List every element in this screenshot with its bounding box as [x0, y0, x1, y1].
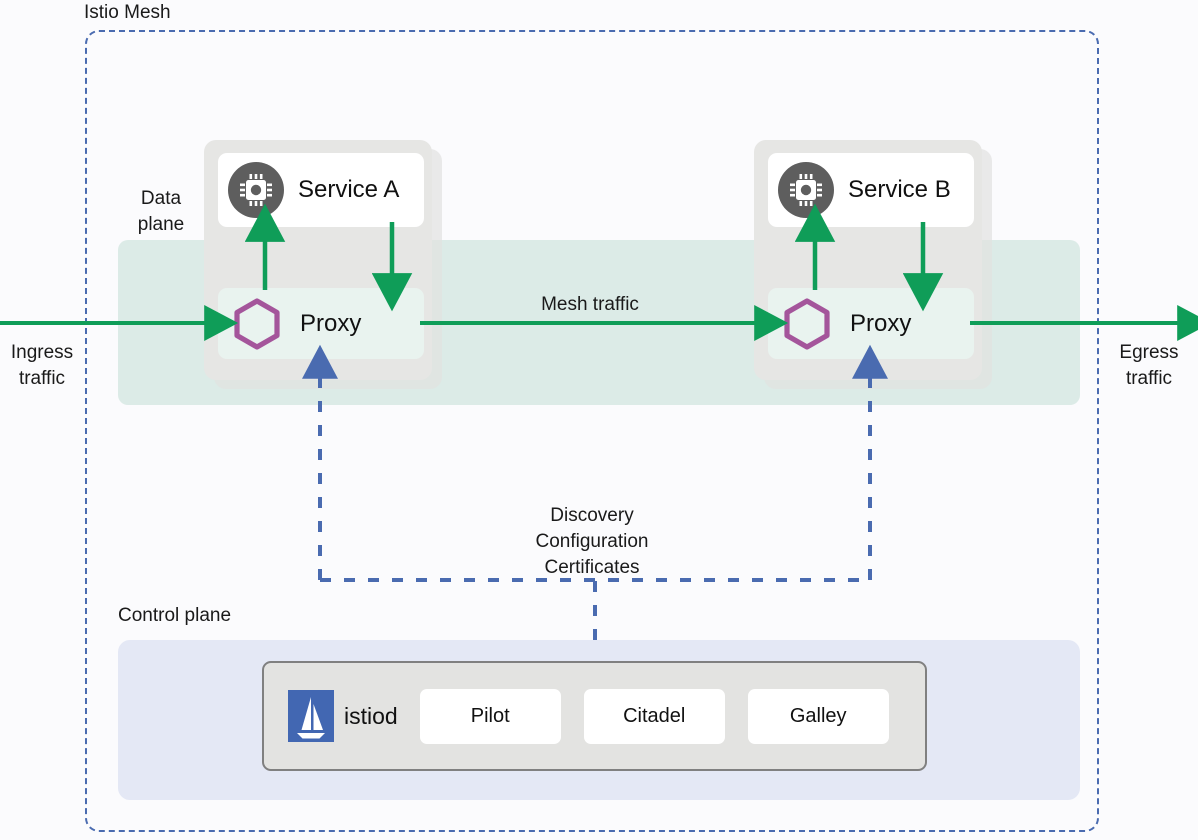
control-plane-component-label: Pilot	[470, 704, 510, 727]
egress-label-line2: traffic	[1125, 368, 1173, 389]
istio-mesh-label: Istio Mesh	[84, 2, 171, 23]
istio-mesh-boundary	[85, 30, 1099, 832]
proxy-container-b[interactable]: Proxy	[768, 288, 974, 359]
pod-service-a: Service A Proxy	[204, 140, 442, 389]
control-plane-label: Control plane	[118, 605, 232, 626]
proxy-name-label: Proxy	[300, 309, 362, 337]
control-plane-component-label: Galley	[789, 704, 847, 727]
control-channel-line1: Discovery	[550, 505, 634, 526]
control-channel-line3: Certificates	[544, 557, 640, 578]
control-channel-label: Discovery Configuration Certificates	[489, 503, 695, 581]
control-plane-component-citadel[interactable]: Citadel	[583, 688, 725, 744]
data-plane-label: Data plane	[118, 186, 204, 238]
cpu-chip-icon	[228, 162, 284, 218]
istiod-brand: istiod	[288, 690, 398, 742]
data-plane-label-line1: Data	[140, 188, 182, 209]
control-plane-component-pilot[interactable]: Pilot	[419, 688, 561, 744]
control-plane-component-label: Citadel	[623, 704, 686, 727]
service-container-b[interactable]: Service B	[768, 153, 974, 227]
control-channel-line2: Configuration	[535, 531, 649, 552]
istio-sailboat-logo-icon	[288, 690, 334, 742]
service-name-label: Service A	[298, 176, 400, 203]
istiod-panel: istiod Pilot Citadel Galley	[262, 661, 927, 771]
envoy-hexagon-icon	[780, 297, 834, 351]
service-name-label: Service B	[848, 176, 951, 203]
ingress-label-line1: Ingress	[10, 342, 74, 363]
mesh-traffic-label: Mesh traffic	[541, 294, 639, 315]
service-container-a[interactable]: Service A	[218, 153, 424, 227]
envoy-hexagon-icon	[230, 297, 284, 351]
ingress-traffic-label: Ingress traffic	[0, 340, 84, 392]
cpu-chip-icon	[778, 162, 834, 218]
pod-service-b: Service B Proxy	[754, 140, 992, 389]
istiod-label: istiod	[344, 702, 398, 729]
proxy-name-label: Proxy	[850, 309, 912, 337]
egress-traffic-label: Egress traffic	[1104, 340, 1194, 392]
data-plane-label-line2: plane	[137, 214, 185, 235]
control-plane-component-galley[interactable]: Galley	[747, 688, 889, 744]
ingress-label-line2: traffic	[18, 368, 66, 389]
proxy-container-a[interactable]: Proxy	[218, 288, 424, 359]
egress-label-line1: Egress	[1119, 342, 1179, 363]
